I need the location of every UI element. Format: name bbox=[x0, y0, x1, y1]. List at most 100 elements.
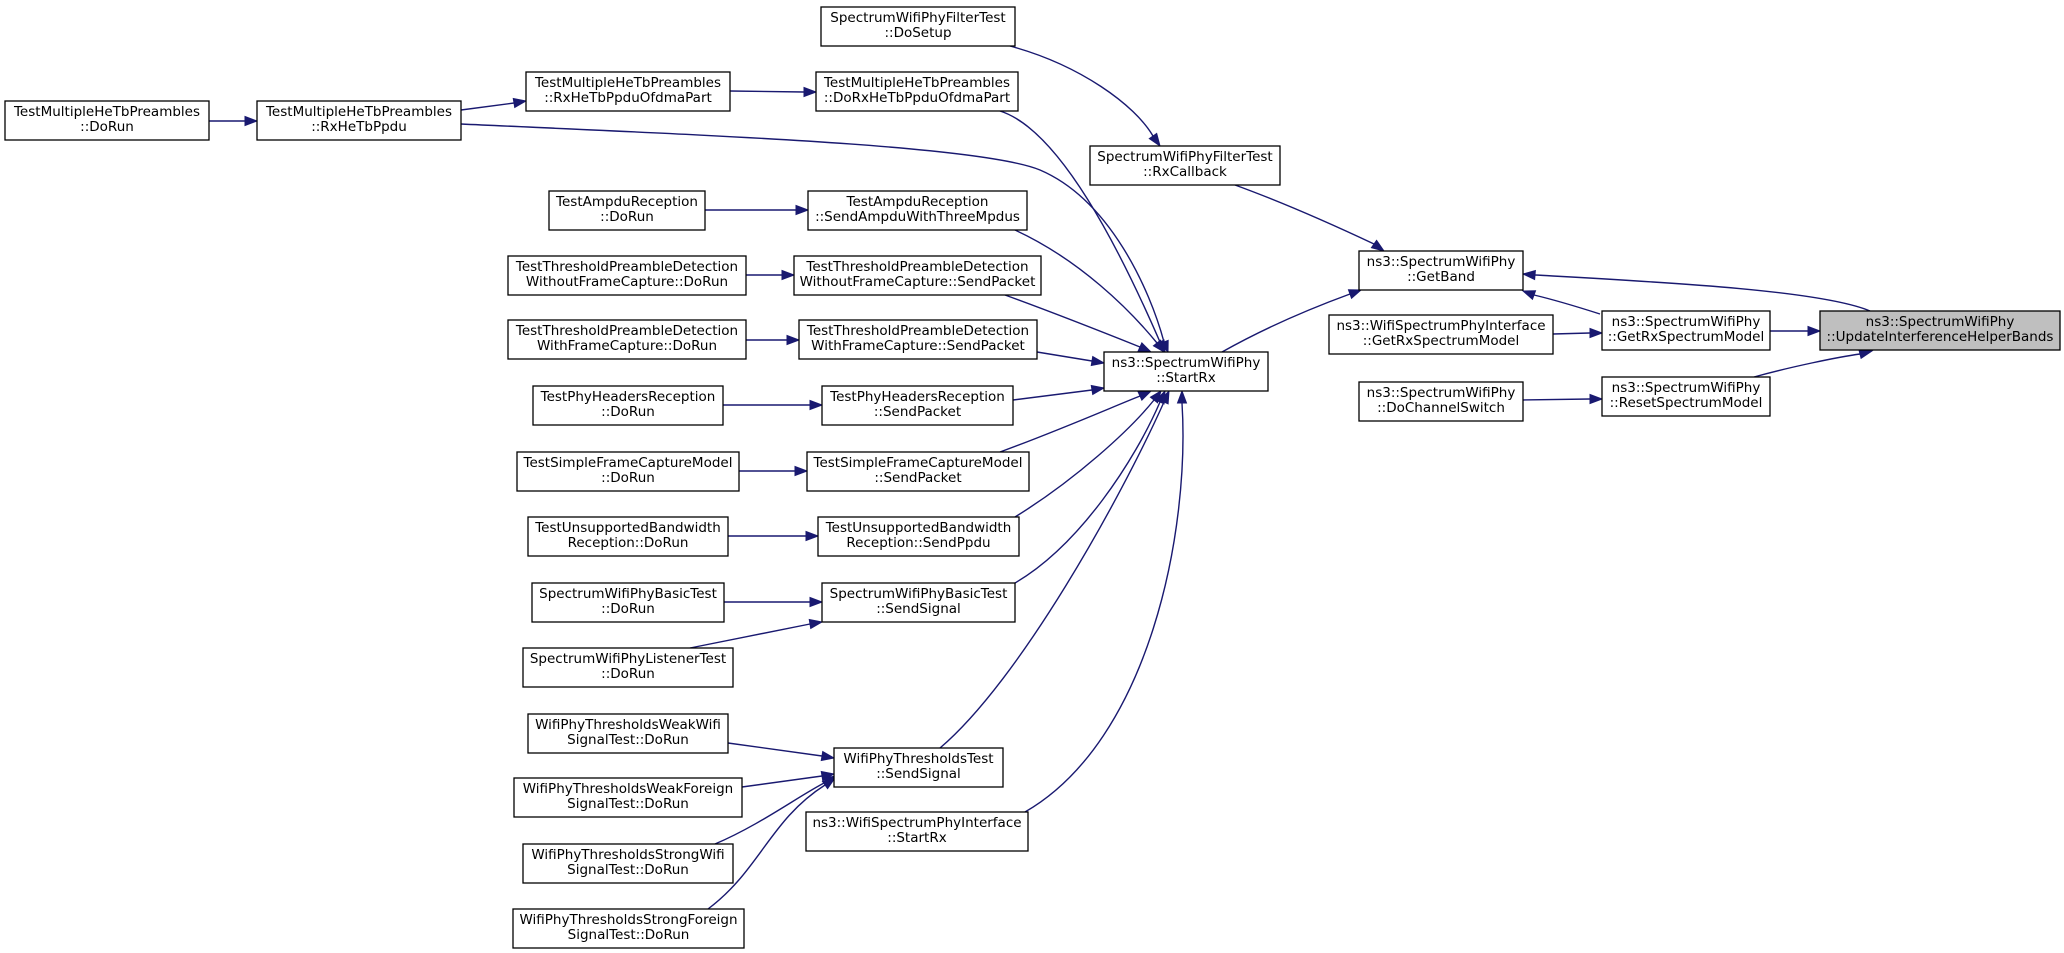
node-box bbox=[525, 71, 731, 112]
arrowhead bbox=[803, 86, 818, 98]
node-update-interference[interactable]: ns3::SpectrumWifiPhy::UpdateInterference… bbox=[1819, 310, 2061, 351]
arrowhead bbox=[1858, 349, 1874, 360]
arrowhead bbox=[821, 777, 837, 790]
arrowhead bbox=[820, 750, 836, 762]
node-label-line-1: TestThresholdPreambleDetection bbox=[515, 323, 738, 339]
node-get-rx-spectrum-model[interactable]: ns3::SpectrumWifiPhy::GetRxSpectrumModel bbox=[1601, 310, 1771, 351]
arrowhead bbox=[1159, 389, 1170, 405]
edge-line bbox=[460, 102, 515, 111]
call-graph-nodes: ns3::SpectrumWifiPhy::UpdateInterference… bbox=[4, 6, 2061, 949]
arrowhead bbox=[786, 334, 801, 346]
node-label-line-1: SpectrumWifiPhyBasicTest bbox=[830, 586, 1008, 602]
node-box bbox=[798, 319, 1038, 360]
node-label-line-2: SignalTest::DoRun bbox=[568, 927, 690, 943]
node-label-line-1: SpectrumWifiPhyListenerTest bbox=[530, 651, 726, 667]
edge-line bbox=[460, 123, 1165, 343]
edge-weak-wifi-dorun-to-thr-test-send bbox=[727, 742, 836, 762]
node-basic-dorun[interactable]: SpectrumWifiPhyBasicTest::DoRun bbox=[531, 582, 725, 623]
node-strong-wifi-dorun[interactable]: WifiPhyThresholdsStrongWifiSignalTest::D… bbox=[522, 843, 734, 884]
node-label-line-1: ns3::SpectrumWifiPhy bbox=[1612, 314, 1761, 330]
node-label-line-1: SpectrumWifiPhyBasicTest bbox=[539, 586, 717, 602]
edge-multi-hetb-dorun-to-rx-hetb-ppdu bbox=[209, 115, 259, 127]
node-box bbox=[532, 385, 724, 426]
node-box bbox=[805, 811, 1029, 852]
arrowhead bbox=[1589, 327, 1604, 339]
node-box bbox=[821, 582, 1016, 623]
node-multi-hetb-dorun[interactable]: TestMultipleHeTbPreambles::DoRun bbox=[4, 100, 210, 141]
node-label-line-2: ::GetBand bbox=[1407, 269, 1475, 285]
arrowhead bbox=[1152, 339, 1165, 354]
node-listener-dorun[interactable]: SpectrumWifiPhyListenerTest::DoRun bbox=[522, 647, 734, 688]
node-box bbox=[793, 255, 1042, 296]
edge-rx-hetb-ofdma-to-do-rx-hetb-ofdma bbox=[729, 86, 818, 98]
edge-line bbox=[741, 775, 823, 788]
arrowhead bbox=[1589, 393, 1604, 405]
node-start-rx[interactable]: ns3::SpectrumWifiPhy::StartRx bbox=[1103, 351, 1269, 392]
edge-start-rx-to-get-band bbox=[1221, 289, 1363, 353]
node-rx-hetb-ppdu[interactable]: TestMultipleHeTbPreambles::RxHeTbPpdu bbox=[256, 100, 462, 141]
edge-get-rx-spectrum-model-to-get-band bbox=[1521, 290, 1601, 315]
node-thr-test-send[interactable]: WifiPhyThresholdsTest::SendSignal bbox=[833, 747, 1004, 788]
node-thr-with-send[interactable]: TestThresholdPreambleDetectionWithFrameC… bbox=[798, 319, 1038, 360]
node-label-line-2: ::DoSetup bbox=[884, 25, 951, 41]
edge-unsup-dorun-to-unsup-send bbox=[728, 530, 820, 542]
node-thr-wo-send[interactable]: TestThresholdPreambleDetectionWithoutFra… bbox=[793, 255, 1042, 296]
node-label-line-1: TestThresholdPreambleDetection bbox=[806, 323, 1029, 339]
edge-do-channel-switch-to-reset-spectrum-model bbox=[1522, 393, 1604, 405]
node-do-channel-switch[interactable]: ns3::SpectrumWifiPhy::DoChannelSwitch bbox=[1358, 381, 1524, 422]
arrowhead bbox=[1090, 355, 1106, 367]
node-weak-foreign-dorun[interactable]: WifiPhyThresholdsWeakForeignSignalTest::… bbox=[513, 777, 743, 818]
edge-line bbox=[729, 90, 805, 93]
node-label-line-2: ::DoRun bbox=[80, 119, 134, 135]
node-label-line-2: Reception::SendPpdu bbox=[846, 535, 990, 551]
node-label-line-2: ::SendSignal bbox=[876, 766, 961, 782]
arrowhead bbox=[1807, 325, 1822, 337]
node-iface-start-rx[interactable]: ns3::WifiSpectrumPhyInterface::StartRx bbox=[805, 811, 1029, 852]
edge-line bbox=[1014, 401, 1161, 584]
node-box bbox=[4, 100, 210, 141]
node-label-line-2: ::RxCallback bbox=[1143, 164, 1227, 180]
node-label-line-2: ::GetRxSpectrumModel bbox=[1608, 329, 1764, 345]
node-weak-wifi-dorun[interactable]: WifiPhyThresholdsWeakWifiSignalTest::DoR… bbox=[527, 713, 729, 754]
node-thr-with-dorun[interactable]: TestThresholdPreambleDetectionWithFrameC… bbox=[507, 319, 747, 360]
node-reset-spectrum-model[interactable]: ns3::SpectrumWifiPhy::ResetSpectrumModel bbox=[1601, 376, 1771, 417]
node-rx-hetb-ofdma[interactable]: TestMultipleHeTbPreambles::RxHeTbPpduOfd… bbox=[525, 71, 731, 112]
node-label-line-1: TestAmpduReception bbox=[555, 194, 698, 210]
node-do-rx-hetb-ofdma[interactable]: TestMultipleHeTbPreambles::DoRxHeTbPpduO… bbox=[815, 71, 1019, 112]
node-label-line-1: TestSimpleFrameCaptureModel bbox=[813, 455, 1023, 471]
arrowhead bbox=[1347, 289, 1363, 300]
edge-rx-hetb-ppdu-to-start-rx bbox=[460, 123, 1169, 354]
node-basic-send[interactable]: SpectrumWifiPhyBasicTest::SendSignal bbox=[821, 582, 1016, 623]
edge-phyhdr-send-to-start-rx bbox=[1012, 384, 1106, 401]
node-sfc-dorun[interactable]: TestSimpleFrameCaptureModel::DoRun bbox=[516, 451, 740, 492]
node-get-band[interactable]: ns3::SpectrumWifiPhy::GetBand bbox=[1358, 250, 1524, 291]
node-unsup-send[interactable]: TestUnsupportedBandwidthReception::SendP… bbox=[817, 516, 1020, 557]
node-ampdu-send[interactable]: TestAmpduReception::SendAmpduWithThreeMp… bbox=[807, 190, 1028, 231]
call-graph-edges bbox=[209, 45, 1874, 910]
node-box bbox=[256, 100, 462, 141]
node-sfc-send[interactable]: TestSimpleFrameCaptureModel::SendPacket bbox=[806, 451, 1030, 492]
node-strong-foreign-dorun[interactable]: WifiPhyThresholdsStrongForeignSignalTest… bbox=[512, 908, 745, 949]
node-label-line-1: TestPhyHeadersReception bbox=[540, 389, 716, 405]
node-label-line-1: TestMultipleHeTbPreambles bbox=[823, 75, 1010, 91]
node-ampdu-dorun[interactable]: TestAmpduReception::DoRun bbox=[548, 190, 706, 231]
node-box bbox=[516, 451, 740, 492]
arrowhead bbox=[1148, 132, 1161, 148]
node-label-line-1: TestUnsupportedBandwidth bbox=[825, 520, 1012, 536]
node-label-line-1: SpectrumWifiPhyFilterTest bbox=[1097, 149, 1272, 165]
node-box bbox=[513, 777, 743, 818]
node-label-line-1: TestMultipleHeTbPreambles bbox=[265, 104, 452, 120]
node-box bbox=[1328, 314, 1554, 355]
node-filter-do-setup[interactable]: SpectrumWifiPhyFilterTest::DoSetup bbox=[820, 6, 1016, 47]
node-label-line-2: ::SendPacket bbox=[874, 470, 961, 486]
node-box bbox=[817, 516, 1020, 557]
node-iface-get-rx-spectrum-model[interactable]: ns3::WifiSpectrumPhyInterface::GetRxSpec… bbox=[1328, 314, 1554, 355]
node-thr-wo-dorun[interactable]: TestThresholdPreambleDetectionWithoutFra… bbox=[507, 255, 747, 296]
edge-line bbox=[1036, 351, 1093, 362]
node-phyhdr-dorun[interactable]: TestPhyHeadersReception::DoRun bbox=[532, 385, 724, 426]
node-label-line-1: TestUnsupportedBandwidth bbox=[534, 520, 721, 536]
node-phyhdr-send[interactable]: TestPhyHeadersReception::SendPacket bbox=[821, 385, 1014, 426]
node-filter-rx-callback[interactable]: SpectrumWifiPhyFilterTest::RxCallback bbox=[1089, 145, 1281, 186]
